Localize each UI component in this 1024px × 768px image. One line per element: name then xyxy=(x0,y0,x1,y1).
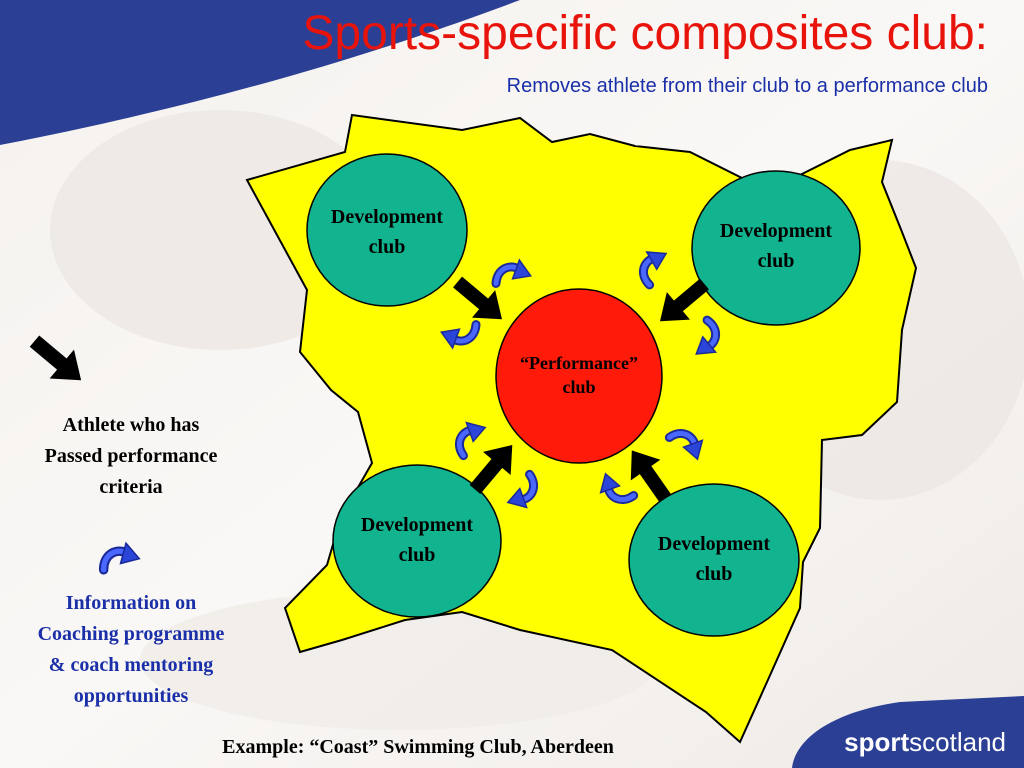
sportscotland-logo: sportscotland xyxy=(844,727,1006,758)
performance-club-label-line1: “Performance” xyxy=(520,353,638,373)
dev-club-label-4: Development club xyxy=(629,529,799,589)
dev-club-label-1-line2: club xyxy=(368,236,406,258)
legend-information-line4: opportunities xyxy=(73,685,189,707)
dev-club-label-1-line1: Development xyxy=(330,206,444,228)
dev-club-circle-1 xyxy=(306,153,468,307)
legend-information-text: Information on Coaching programme & coac… xyxy=(0,588,262,712)
legend-athlete-line3: criteria xyxy=(99,476,163,498)
legend-athlete-line1: Athlete who has xyxy=(62,414,200,436)
performance-club-label-line2: club xyxy=(562,377,596,397)
dev-club-circle-2 xyxy=(691,170,861,326)
dev-club-label-2-line2: club xyxy=(757,250,795,272)
header-swoosh xyxy=(0,0,520,145)
slide-subtitle: Removes athlete from their club to a per… xyxy=(506,75,988,97)
dev-club-label-2-line1: Development xyxy=(719,220,833,242)
dev-club-label-3: Development club xyxy=(333,510,501,570)
dev-club-label-3-line1: Development xyxy=(360,514,474,536)
legend-information-line2: Coaching programme xyxy=(37,623,225,645)
dev-club-label-3-line2: club xyxy=(398,544,436,566)
dev-club-circle-3 xyxy=(332,464,502,618)
legend-information-line1: Information on xyxy=(65,592,197,614)
slide-title: Sports-specific composites club: xyxy=(302,7,988,60)
dev-club-label-4-line2: club xyxy=(695,563,733,585)
footer-example: Example: “Coast” Swimming Club, Aberdeen xyxy=(222,736,614,758)
legend-athlete-line2: Passed performance xyxy=(44,445,218,467)
dev-club-circle-4 xyxy=(628,483,800,637)
legend-athlete-text: Athlete who has Passed performance crite… xyxy=(0,410,262,503)
dev-club-label-1: Development club xyxy=(307,202,467,262)
logo-scotland: scotland xyxy=(909,727,1006,757)
dev-club-label-2: Development club xyxy=(692,216,860,276)
legend-information-line3: & coach mentoring xyxy=(48,654,214,676)
brand-bar xyxy=(792,696,1024,768)
performance-club-circle xyxy=(495,288,663,464)
performance-club-label: “Performance” club xyxy=(496,351,662,399)
dev-club-label-4-line1: Development xyxy=(657,533,771,555)
logo-sport: sport xyxy=(844,727,910,757)
